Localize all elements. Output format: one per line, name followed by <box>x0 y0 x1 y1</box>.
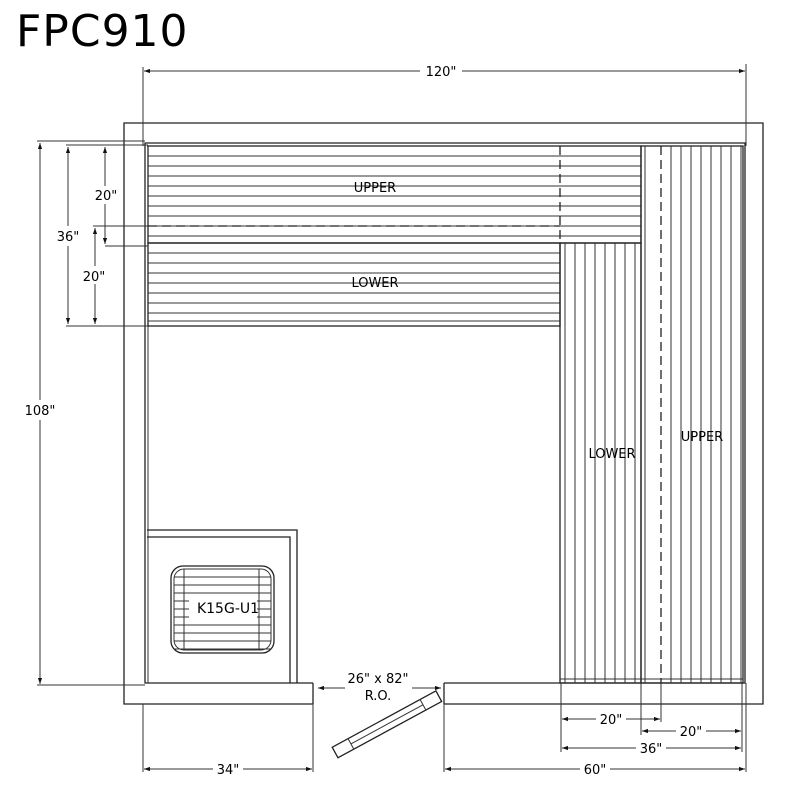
right-lower-bench: LOWER <box>559 242 642 684</box>
dim-right-lower-bench: 20" <box>600 713 623 728</box>
dimension-lines: 120" 108" 36" 20" 20" 34" 60" <box>25 64 747 778</box>
heater: K15G-U1 <box>147 529 298 683</box>
bench-label-top-upper: UPPER <box>354 181 396 196</box>
dim-right-upper-bench: 20" <box>680 725 703 740</box>
dim-left-to-door: 34" <box>217 763 240 778</box>
top-lower-bench: LOWER <box>147 242 561 327</box>
door-size-label: 26" x 82" <box>347 672 408 687</box>
dim-upper-bench-depth: 20" <box>95 189 118 204</box>
dim-overall-width: 120" <box>426 65 457 80</box>
dim-lower-bench-depth: 20" <box>83 270 106 285</box>
heater-model-label: K15G-U1 <box>197 601 259 617</box>
bench-label-right-upper: UPPER <box>681 430 723 445</box>
top-upper-bench: UPPER <box>147 145 642 244</box>
dim-door-to-right: 60" <box>584 763 607 778</box>
door-ro-label: R.O. <box>365 689 392 704</box>
bench-label-top-lower: LOWER <box>351 276 398 291</box>
dim-bench-depth-total: 36" <box>57 230 80 245</box>
dim-right-bench-total: 36" <box>640 742 663 757</box>
door: 26" x 82" R.O. <box>318 672 443 759</box>
right-upper-bench: UPPER <box>560 145 744 684</box>
dim-overall-depth: 108" <box>25 404 56 419</box>
bench-label-right-lower: LOWER <box>588 447 635 462</box>
drawing-title: FPC910 <box>16 6 189 57</box>
